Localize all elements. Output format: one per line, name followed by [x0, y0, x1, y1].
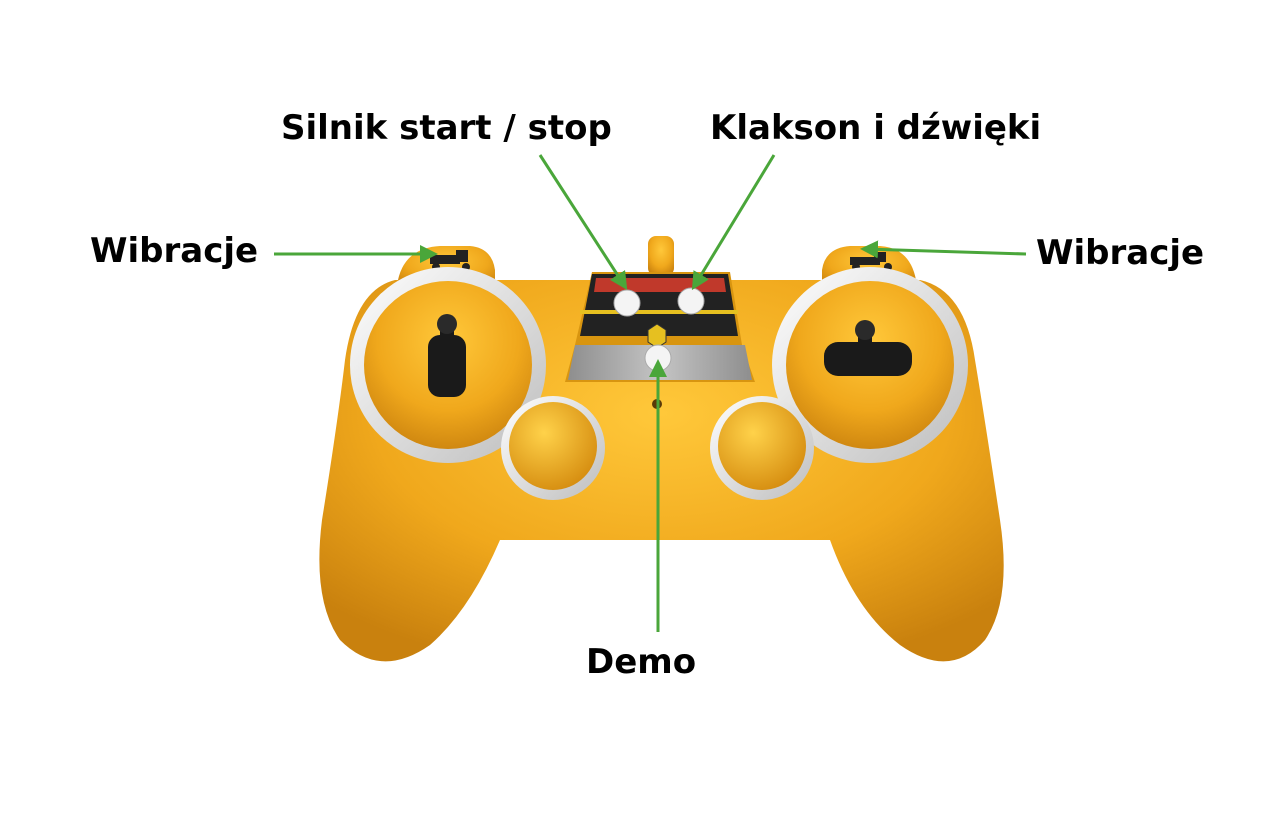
engine-start-stop-label: Silnik start / stop [281, 108, 612, 148]
left-joystick[interactable] [428, 314, 466, 397]
antenna [648, 236, 674, 276]
vibration-right-label: Wibracje [1036, 233, 1205, 273]
arrow-engine [538, 154, 628, 291]
horn-sound-button[interactable] [677, 287, 705, 315]
left-round-button[interactable] [501, 396, 605, 500]
right-round-button[interactable] [710, 396, 814, 500]
engine-start-stop-button[interactable] [613, 289, 641, 317]
right-joystick[interactable] [824, 320, 912, 376]
arrow-vibration-right [860, 240, 1027, 259]
demo-label: Demo [586, 642, 697, 682]
horn-sounds-label: Klakson i dźwięki [710, 108, 1042, 148]
vibration-left-label: Wibracje [90, 231, 259, 271]
arrow-horn [691, 154, 776, 291]
